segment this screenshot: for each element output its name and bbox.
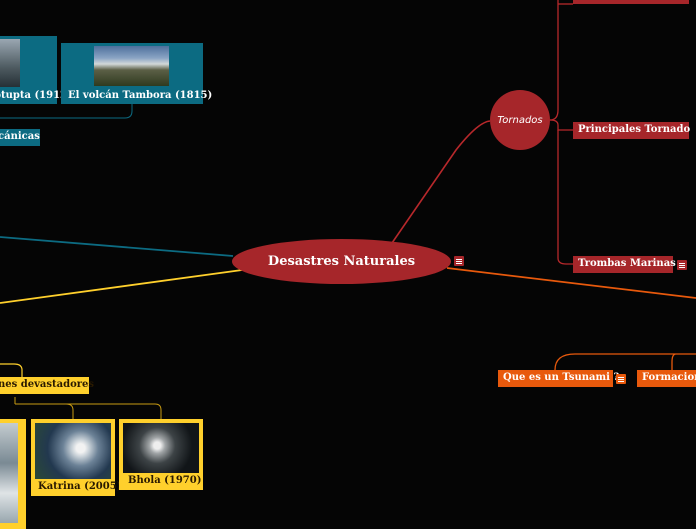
volcano-card-2[interactable]: El volcán Tambora (1815) bbox=[61, 43, 212, 104]
tornados-node[interactable]: Tornados bbox=[490, 90, 550, 150]
link-root-volcanes bbox=[0, 236, 234, 257]
volcano-photo-1 bbox=[0, 39, 20, 87]
tornado-item-trombas-label: Trombas Marinas bbox=[578, 258, 676, 269]
tsunami-item-formacion-label: Formacion bbox=[642, 372, 696, 383]
link-root-huracanes bbox=[0, 269, 243, 304]
tornado-item-principales[interactable]: Principales Tornado bbox=[573, 122, 691, 139]
link-huracanes-header bbox=[0, 363, 23, 377]
volcano-card-1[interactable]: ptupta (1912) bbox=[0, 36, 72, 104]
link-root-tornados bbox=[391, 120, 491, 244]
link-tornado-principales bbox=[549, 119, 573, 131]
tsunami-item-que-es-label: Que es un Tsunami ? bbox=[503, 372, 620, 383]
note-icon[interactable] bbox=[616, 374, 626, 384]
hurricane-card-katrina-label: Katrina (2005) bbox=[38, 481, 122, 492]
link-tsunami-items bbox=[554, 353, 696, 371]
link-root-tsunami bbox=[446, 267, 696, 299]
huracanes-header-label: nes devastadores bbox=[0, 379, 95, 390]
volcano-photo-2 bbox=[94, 46, 169, 86]
link-tornado-top bbox=[549, 0, 559, 121]
root-node[interactable]: Desastres Naturales bbox=[232, 239, 451, 284]
volcano-partial-text: cánicas bbox=[0, 131, 40, 142]
huracanes-header[interactable]: nes devastadores bbox=[0, 377, 94, 394]
hurricane-card-partial[interactable] bbox=[0, 419, 26, 529]
note-icon[interactable] bbox=[677, 260, 687, 270]
volcano-card-1-label: ptupta (1912) bbox=[0, 90, 72, 101]
hurricane-card-bhola-label: Bhola (1970) bbox=[128, 475, 202, 486]
link-volcano-cards bbox=[0, 104, 133, 119]
tornados-label: Tornados bbox=[497, 114, 543, 126]
link-tornado-trombas bbox=[557, 130, 573, 265]
hurricane-card-katrina[interactable]: Katrina (2005) bbox=[31, 419, 121, 496]
tornado-item-principales-label: Principales Tornado bbox=[578, 124, 691, 135]
volcano-partial-label[interactable]: cánicas bbox=[0, 129, 40, 146]
root-node-label: Desastres Naturales bbox=[267, 254, 416, 269]
volcano-card-2-label: El volcán Tambora (1815) bbox=[68, 90, 213, 101]
link-huracanes-cards bbox=[14, 397, 162, 420]
tsunami-item-que-es[interactable]: Que es un Tsunami ? bbox=[498, 370, 619, 387]
hurricane-photo-bhola bbox=[123, 423, 199, 473]
hurricane-photo-katrina bbox=[35, 423, 111, 479]
tornado-item-top[interactable] bbox=[573, 0, 689, 4]
hurricane-card-bhola[interactable]: Bhola (1970) bbox=[119, 419, 203, 490]
tsunami-item-formacion[interactable]: Formacion bbox=[637, 370, 696, 387]
hurricane-photo-partial bbox=[0, 423, 18, 523]
tornado-item-trombas[interactable]: Trombas Marinas bbox=[573, 256, 676, 273]
note-icon[interactable] bbox=[454, 256, 464, 266]
